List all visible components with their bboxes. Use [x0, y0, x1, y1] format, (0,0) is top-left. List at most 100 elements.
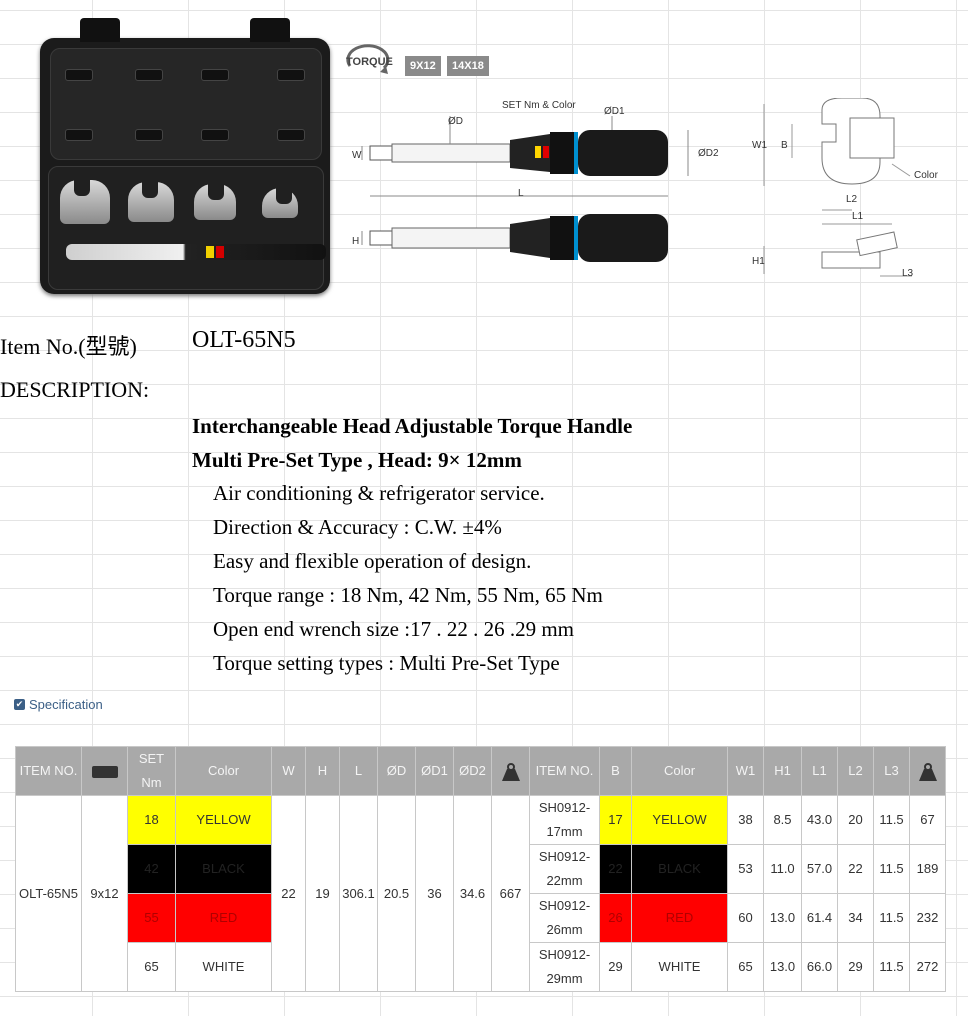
head-l1: 61.4: [801, 893, 838, 943]
head-l3: 11.5: [873, 893, 910, 943]
handle-od2: 34.6: [453, 795, 492, 992]
handle-od1: 36: [415, 795, 454, 992]
product-case-photo: [40, 18, 330, 294]
head-weight: 272: [909, 942, 946, 992]
weight-icon: [501, 762, 520, 781]
head-item-no: SH0912-22mm: [529, 844, 600, 894]
table-header-row: ITEM NO. SET Nm Color W H L ØD ØD1 ØD2 I…: [15, 746, 946, 796]
label-set-nm-color: SET Nm & Color: [502, 100, 576, 111]
head-l2: 34: [837, 893, 874, 943]
case-slot: [277, 129, 305, 141]
head-color: BLACK: [631, 844, 728, 894]
handle-l: 306.1: [339, 795, 378, 992]
label-od1: ØD1: [604, 106, 625, 117]
torque-handle-photo: [66, 244, 326, 260]
color-cell: RED: [175, 893, 272, 943]
weight-icon: [918, 762, 937, 781]
head-dimension-drawing: [763, 98, 912, 277]
label-od: ØD: [448, 116, 463, 127]
head-item-no: SH0912-29mm: [529, 942, 600, 992]
color-cell: YELLOW: [175, 795, 272, 845]
head-color: WHITE: [631, 942, 728, 992]
col-head-color: Color: [631, 746, 728, 796]
head-w1: 53: [727, 844, 764, 894]
label-w1: W1: [752, 140, 767, 151]
wrench-head-22: [194, 182, 236, 220]
case-latch: [80, 18, 120, 42]
col-b: B: [599, 746, 632, 796]
head-weight: 189: [909, 844, 946, 894]
label-h: H: [352, 236, 360, 247]
case-slot: [65, 129, 93, 141]
head-w1: 38: [727, 795, 764, 845]
head-h1: 8.5: [763, 795, 802, 845]
head-color: YELLOW: [631, 795, 728, 845]
description-line: Easy and flexible operation of design.: [213, 549, 532, 573]
specification-header: ✔ Specification: [14, 697, 103, 712]
label-b: B: [781, 140, 788, 151]
col-l2: L2: [837, 746, 874, 796]
specification-table: ITEM NO. SET Nm Color W H L ØD ØD1 ØD2 I…: [15, 746, 946, 992]
color-ring-yellow: [206, 246, 214, 258]
col-od: ØD: [377, 746, 416, 796]
head-color: RED: [631, 893, 728, 943]
label-h1: H1: [752, 256, 765, 267]
checkbox-icon: ✔: [14, 699, 25, 710]
label-l3: L3: [902, 268, 914, 279]
torque-label: TORQUE: [346, 56, 393, 68]
case-lid: [50, 48, 322, 160]
table-row: 42 BLACK SH0912-22mm 22 BLACK 53 11.0 57…: [16, 844, 946, 894]
col-head-size: [81, 746, 128, 796]
set-nm-cell: 18: [127, 795, 176, 845]
head-h1: 13.0: [763, 942, 802, 992]
case-slot: [277, 69, 305, 81]
label-od2: ØD2: [698, 148, 719, 159]
head-b: 22: [599, 844, 632, 894]
table-row: 65 WHITE SH0912-29mm 29 WHITE 65 13.0 66…: [16, 942, 946, 992]
col-head-weight: [909, 746, 946, 796]
case-slot: [201, 129, 229, 141]
head-weight: 232: [909, 893, 946, 943]
col-l1: L1: [801, 746, 838, 796]
wrench-head-29: [60, 178, 110, 224]
head-w1: 60: [727, 893, 764, 943]
label-l1: L1: [852, 211, 864, 222]
head-h1: 13.0: [763, 893, 802, 943]
col-weight: [491, 746, 530, 796]
head-item-no: SH0912-17mm: [529, 795, 600, 845]
handle-weight: 667: [491, 795, 530, 992]
description-line: Air conditioning & refrigerator service.: [213, 481, 545, 505]
table-row: 55 RED SH0912-26mm 26 RED 60 13.0 61.4 3…: [16, 893, 946, 943]
label-l2: L2: [846, 194, 858, 205]
set-nm-cell: 65: [127, 942, 176, 992]
wrench-head-26: [128, 180, 174, 222]
head-w1: 65: [727, 942, 764, 992]
head-item-no: SH0912-26mm: [529, 893, 600, 943]
torque-direction-icon: TORQUE: [346, 44, 393, 74]
col-head-item-no: ITEM NO.: [529, 746, 600, 796]
description-line: Torque setting types : Multi Pre-Set Typ…: [213, 651, 560, 675]
wrench-head-17: [262, 186, 298, 218]
head-b: 29: [599, 942, 632, 992]
item-no-label: Item No.(型號): [0, 334, 137, 359]
set-nm-cell: 42: [127, 844, 176, 894]
description-subtitle: Multi Pre-Set Type , Head: 9× 12mm: [192, 448, 522, 472]
head-l2: 29: [837, 942, 874, 992]
label-l: L: [518, 188, 524, 199]
handle-od: 20.5: [377, 795, 416, 992]
label-color: Color: [914, 170, 938, 181]
handle-dimension-drawing: [361, 116, 689, 262]
description-line: Open end wrench size :17 . 22 . 26 .29 m…: [213, 617, 575, 641]
col-od2: ØD2: [453, 746, 492, 796]
head-l1: 57.0: [801, 844, 838, 894]
head-b: 26: [599, 893, 632, 943]
case-slot: [65, 69, 93, 81]
handle-w: 22: [271, 795, 306, 992]
head-l3: 11.5: [873, 942, 910, 992]
description-line: Direction & Accuracy : C.W. ±4%: [213, 515, 502, 539]
head-l2: 22: [837, 844, 874, 894]
col-item-no: ITEM NO.: [15, 746, 82, 796]
head-b: 17: [599, 795, 632, 845]
col-h1: H1: [763, 746, 802, 796]
table-row: OLT-65N5 9x12 18 YELLOW 22 19 306.1 20.5…: [15, 795, 946, 992]
